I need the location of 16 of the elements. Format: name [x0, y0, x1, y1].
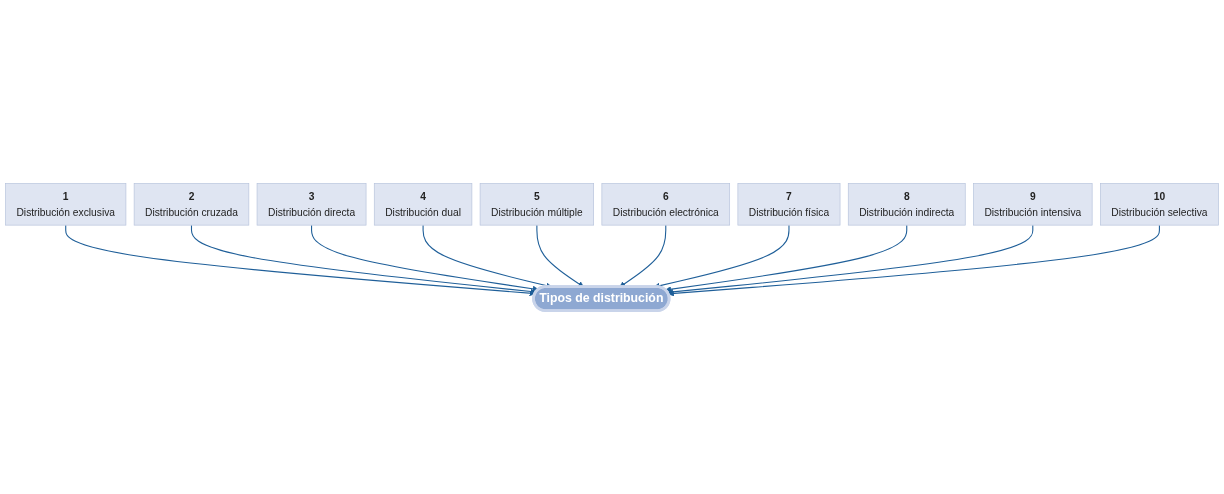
node-box: 6 Distribución electrónica: [601, 183, 730, 226]
arrow: [311, 224, 539, 292]
node-box: 8 Distribución indirecta: [847, 183, 966, 226]
node-box: 5 Distribución múltiple: [479, 183, 594, 226]
node-box: 1 Distribución exclusiva: [5, 183, 127, 226]
node-box: 3 Distribución directa: [256, 183, 367, 226]
arrow: [665, 224, 908, 293]
node-box: 9 Distribución intensiva: [973, 183, 1093, 226]
node-box: 2 Distribución cruzada: [133, 183, 250, 226]
node-box: 7 Distribución física: [737, 183, 841, 226]
node-box: 10 Distribución selectiva: [1100, 183, 1219, 226]
node-box: 4 Distribución dual: [373, 183, 473, 226]
arrow: [668, 224, 1160, 297]
arrow: [65, 224, 536, 297]
arrow: [190, 224, 537, 295]
arrow: [667, 224, 1034, 295]
